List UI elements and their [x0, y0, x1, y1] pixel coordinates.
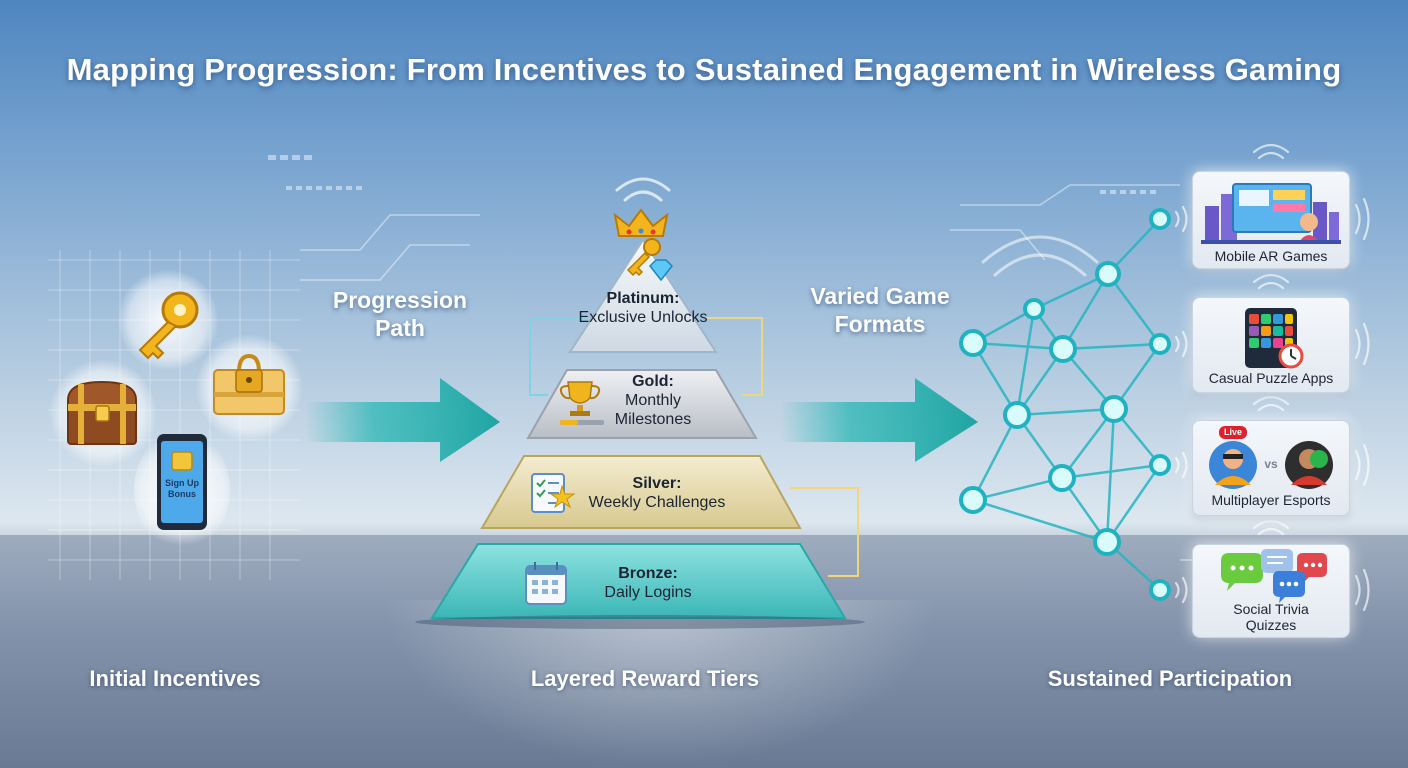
diamond-icon [648, 259, 674, 282]
page-title: Mapping Progression: From Incentives to … [66, 52, 1342, 87]
versus-players-icon [1209, 441, 1333, 489]
footer-sustained-participation: Sustained Participation [1047, 666, 1293, 691]
chat-bubbles-icon [1221, 549, 1327, 603]
tier-gold: Gold: Monthly Milestones [598, 372, 708, 429]
tier-bronze-name: Bronze: [618, 565, 678, 582]
tier-gold-name: Gold: [632, 373, 674, 390]
format-label-casual-puzzle: Casual Puzzle Apps [1208, 370, 1334, 386]
tier-platinum-shape [568, 238, 718, 353]
phone-bonus-text: Sign Up Bonus [165, 478, 199, 499]
crown-icon [613, 208, 669, 237]
formats-arrow [780, 378, 978, 462]
varied-formats-label: Varied Game Formats [810, 283, 950, 337]
key-icon [626, 238, 661, 277]
format-card-mobile-ar: Mobile AR Games [1192, 171, 1350, 269]
checklist-icon [531, 473, 576, 513]
calendar-icon [525, 562, 567, 605]
tier-silver-name: Silver: [632, 475, 682, 492]
trophy-icon [559, 381, 604, 425]
format-label-multiplayer: Multiplayer Esports [1211, 492, 1331, 508]
format-label-mobile-ar: Mobile AR Games [1214, 248, 1328, 264]
footer-initial-incentives: Initial Incentives [89, 666, 261, 691]
locked-chest-icon [213, 353, 285, 415]
tier-silver: Silver: Weekly Challenges [572, 474, 742, 512]
versus-text: vs [1264, 457, 1278, 471]
puzzle-grid-icon [1245, 308, 1304, 369]
footer-layered-reward-tiers: Layered Reward Tiers [530, 666, 760, 691]
progression-arrow [305, 378, 500, 462]
tier-silver-desc: Weekly Challenges [588, 494, 726, 511]
live-badge: Live [1219, 426, 1248, 439]
tier-platinum: Platinum: Exclusive Unlocks [573, 289, 713, 327]
floor-glow [380, 600, 940, 768]
tier-platinum-desc: Exclusive Unlocks [578, 309, 708, 326]
format-label-social-trivia: Social Trivia Quizzes [1233, 601, 1309, 633]
tier-bronze: Bronze: Daily Logins [578, 564, 718, 602]
tier-gold-desc: Monthly Milestones [614, 392, 692, 428]
progression-path-label: Progression Path [332, 287, 468, 341]
gold-key-icon [138, 291, 199, 360]
treasure-chest-icon [67, 380, 137, 445]
phone-icon [157, 434, 207, 530]
format-card-multiplayer: Live vs Multiplayer Esports [1192, 420, 1350, 516]
ar-city-icon [1201, 183, 1341, 244]
format-card-social-trivia: Social Trivia Quizzes [1192, 544, 1350, 638]
tier-platinum-name: Platinum: [606, 290, 680, 307]
tier-bronze-desc: Daily Logins [604, 584, 692, 601]
format-card-casual-puzzle: Casual Puzzle Apps [1192, 297, 1350, 393]
